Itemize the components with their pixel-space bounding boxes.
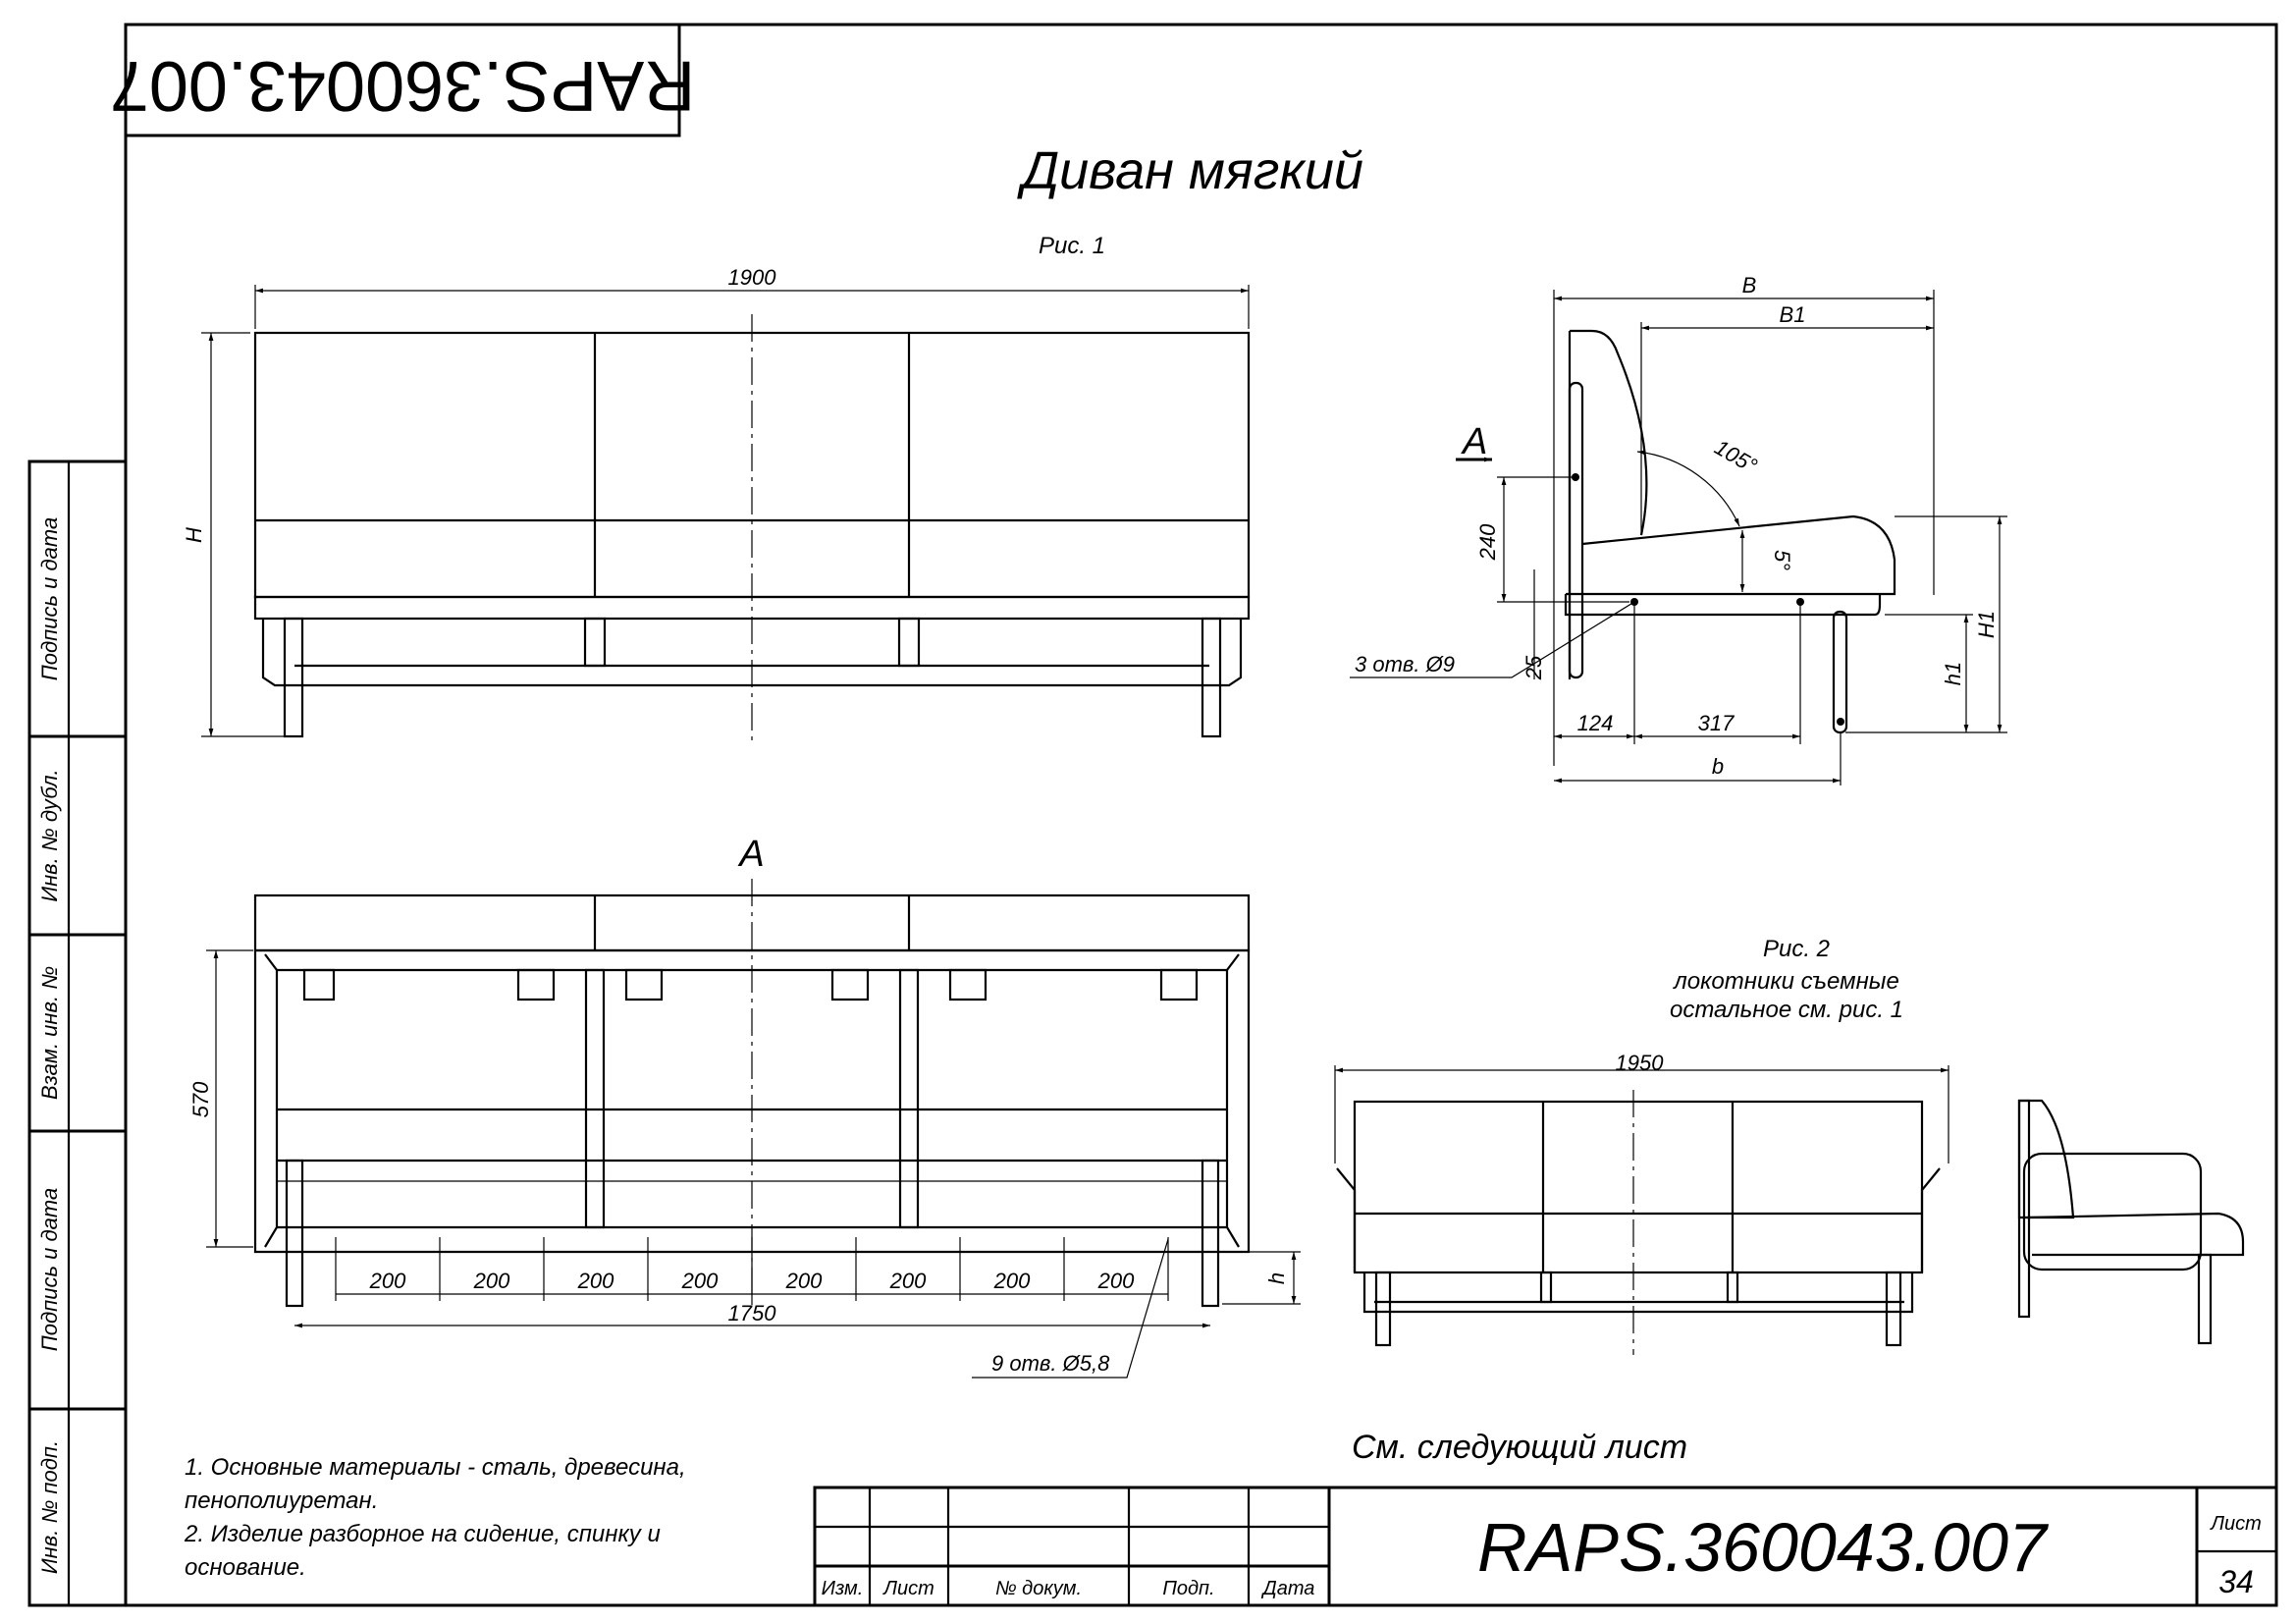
sheet-label: Лист (2209, 1513, 2262, 1535)
dim-1950: 1950 (1616, 1051, 1665, 1075)
sheet-number: 34 (2218, 1564, 2254, 1599)
dim-B1: B1 (1780, 302, 1806, 327)
hole-dims (294, 1237, 1210, 1328)
dim-b: b (1712, 754, 1724, 779)
dim-h1: h1 (1941, 662, 1965, 685)
tb-header: Подп. (1162, 1578, 1214, 1599)
stamp-label: Инв. № дубл. (37, 769, 62, 901)
general-notes: 1. Основные материалы - сталь, древесина… (184, 1454, 686, 1581)
dim-h: h (1264, 1272, 1289, 1284)
dim-1900: 1900 (728, 265, 777, 290)
holes-9-label: 9 отв. Ø5,8 (991, 1351, 1110, 1376)
inverted-code-box: RAPS.360043.007 (110, 23, 695, 137)
fig2-front-view: 1950 (1334, 1051, 1949, 1355)
dim-200: 200 (1097, 1269, 1135, 1293)
inverted-code: RAPS.360043.007 (110, 46, 695, 125)
stamp-label: Взам. инв. № (37, 966, 62, 1100)
dim-200: 200 (681, 1269, 719, 1293)
dim-H1: H1 (1974, 611, 1999, 638)
side-stamp: Подпись и дата Инв. № дубл. Взам. инв. №… (27, 460, 128, 1607)
dim-200: 200 (889, 1269, 927, 1293)
dim-124: 124 (1577, 711, 1614, 735)
dim-200: 200 (993, 1269, 1031, 1293)
angle-5: 5° (1770, 550, 1794, 570)
dim-H: H (182, 527, 206, 543)
dim-200: 200 (473, 1269, 510, 1293)
side-view: A B B1 105° 5° 240 25 3 отв. Ø9 124 (1350, 273, 2007, 785)
dim-200: 200 (369, 1269, 406, 1293)
holes-3-label: 3 отв. Ø9 (1355, 652, 1455, 676)
dim-200: 200 (577, 1269, 614, 1293)
dim-317: 317 (1698, 711, 1735, 735)
note-line: основание. (185, 1554, 306, 1581)
drawing-title: Диван мягкий (1017, 141, 1363, 200)
fig2-note: остальное см. рис. 1 (1670, 997, 1903, 1023)
dim-200: 200 (785, 1269, 823, 1293)
fig2-side-view (2017, 1099, 2245, 1345)
tb-header: Дата (1261, 1578, 1315, 1599)
dim-B: B (1742, 273, 1757, 298)
title-block: Изм. Лист № докум. Подп. Дата RAPS.36004… (813, 1486, 2278, 1607)
note-line: пенополиуретан. (185, 1488, 378, 1514)
see-next-sheet: См. следующий лист (1352, 1429, 1687, 1466)
fig2-caption: Рис. 2 (1763, 936, 1830, 962)
stamp-label: Инв. № подп. (37, 1440, 62, 1574)
view-mark-A: A (737, 834, 764, 875)
dim-1750: 1750 (728, 1301, 777, 1325)
angle-105: 105° (1711, 435, 1762, 479)
dim-570: 570 (188, 1081, 213, 1117)
dim-240: 240 (1475, 523, 1500, 561)
stamp-label: Подпись и дата (37, 1188, 62, 1351)
tb-header: Изм. (822, 1578, 864, 1599)
fig2-note: локотники съемные (1672, 968, 1899, 995)
tb-header: Лист (881, 1578, 934, 1599)
bottom-view-A: A 570 200 200 (188, 834, 1301, 1379)
stamp-label: Подпись и дата (37, 517, 62, 680)
sheet-frame (124, 23, 2278, 1607)
tb-header: № докум. (995, 1578, 1082, 1599)
fig1-caption: Рис. 1 (1039, 233, 1105, 259)
view-mark-A: A (1461, 421, 1487, 462)
note-line: 1. Основные материалы - сталь, древесина… (185, 1454, 686, 1481)
note-line: 2. Изделие разборное на сидение, спинку … (184, 1521, 661, 1547)
front-view: 1900 H (182, 265, 1251, 746)
document-code: RAPS.360043.007 (1477, 1509, 2050, 1586)
